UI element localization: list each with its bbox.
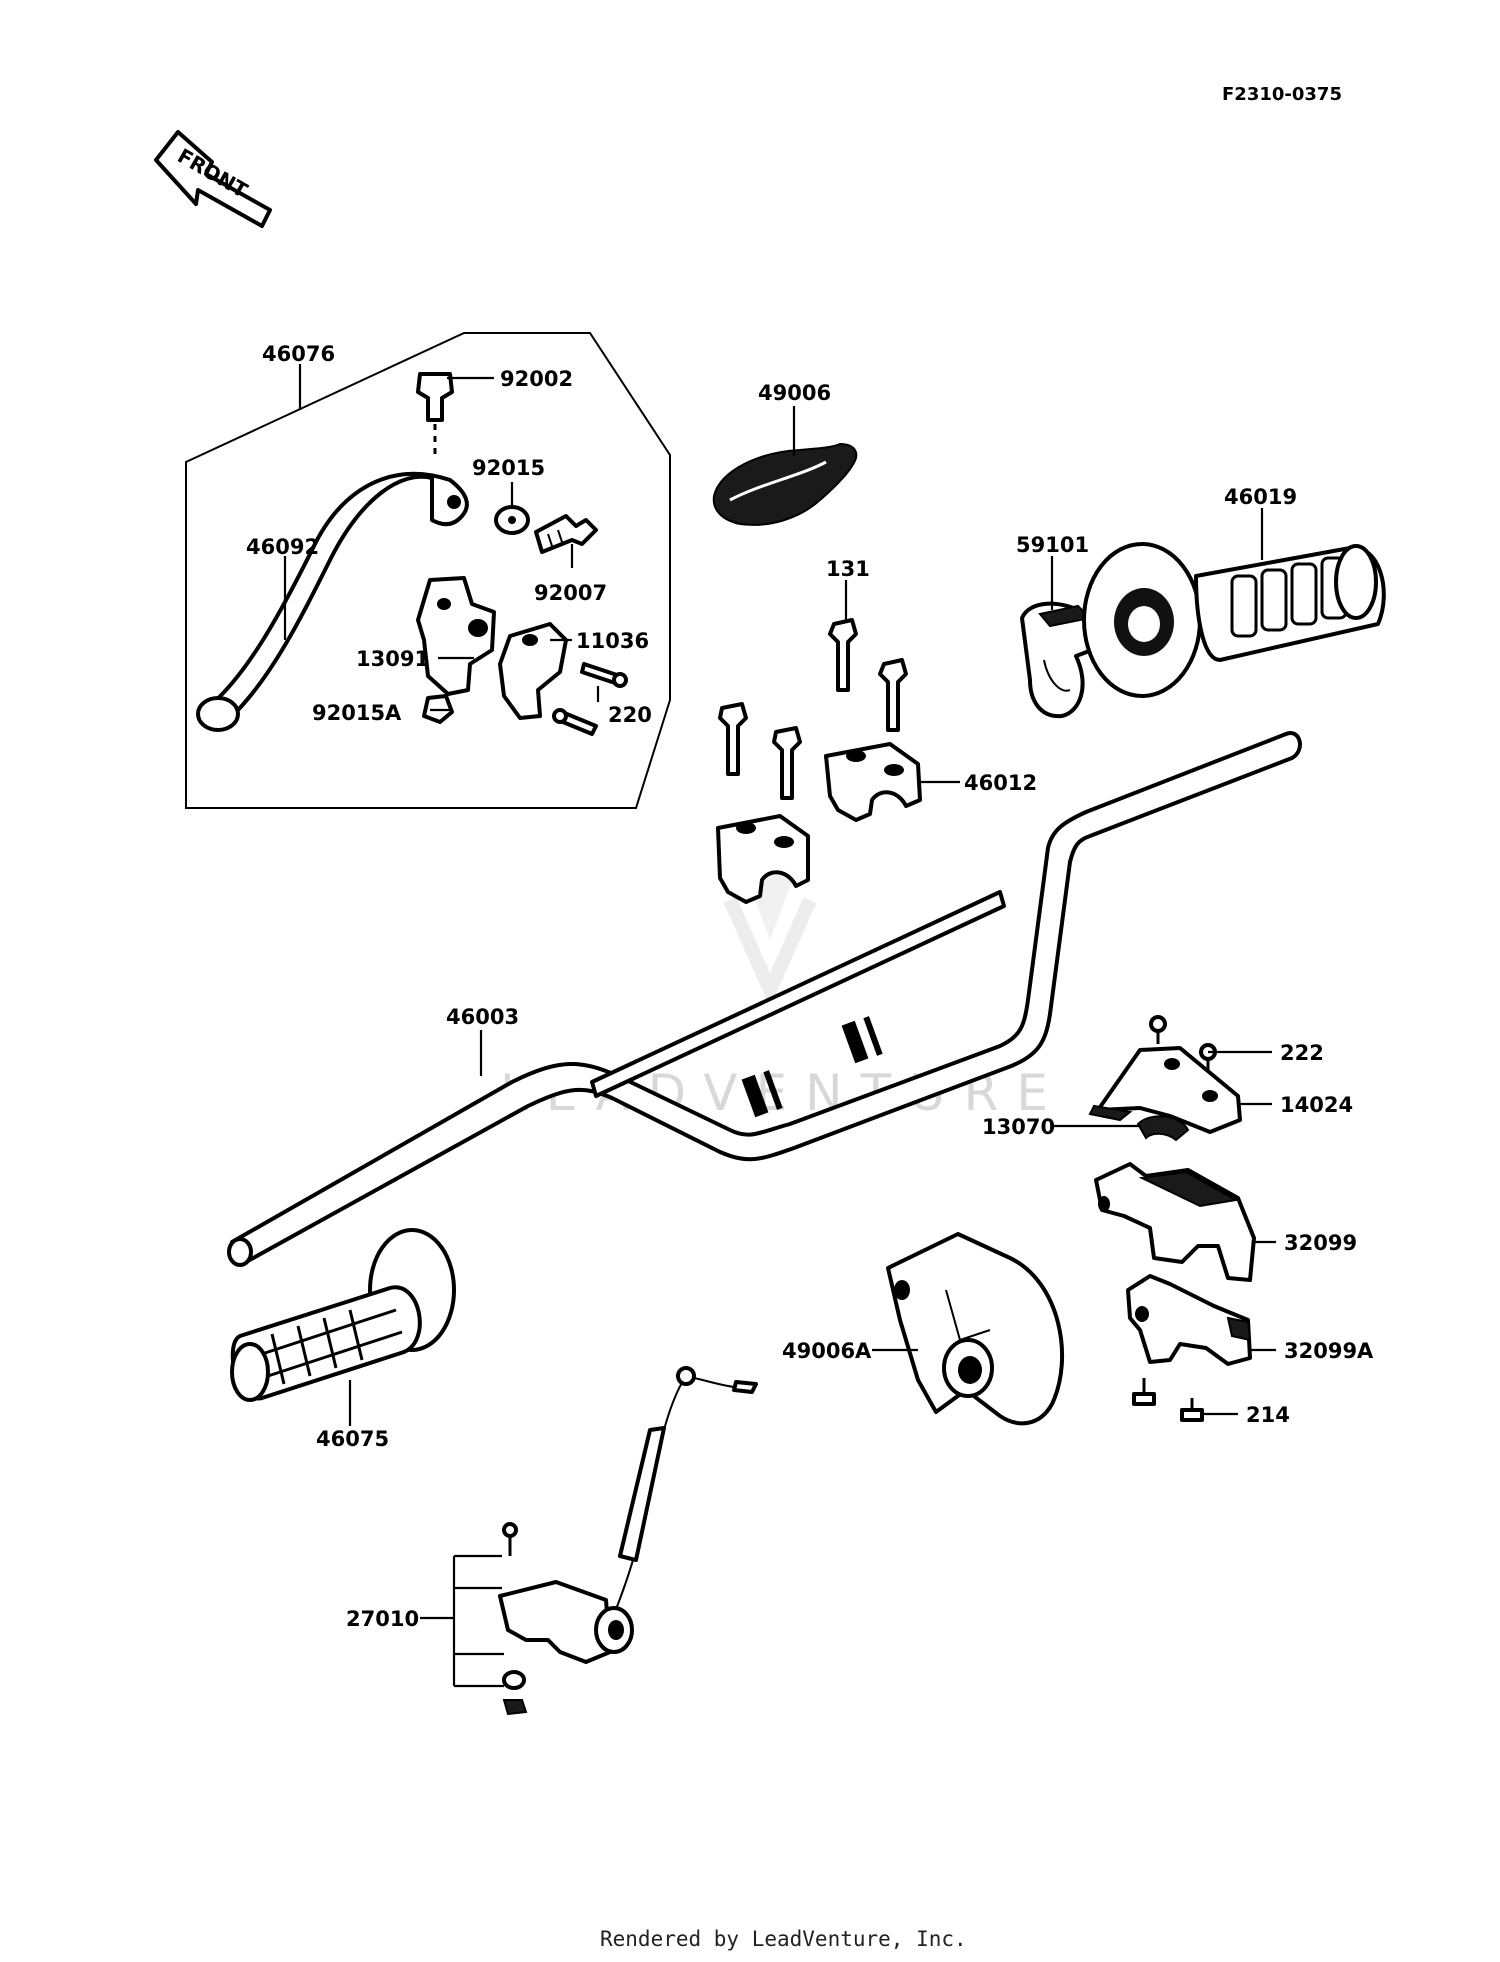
label-46019: 46019 [1224, 485, 1297, 509]
bolt-131-d [772, 726, 802, 800]
label-32099: 32099 [1284, 1231, 1357, 1255]
label-46003: 46003 [446, 1005, 519, 1029]
label-46075: 46075 [316, 1427, 389, 1451]
handlebar-clamp-upper [824, 742, 922, 822]
throttle-cover-49006 [712, 442, 858, 526]
cover-14024 [1088, 1046, 1242, 1134]
kill-switch-27010 [498, 1366, 758, 1716]
label-13070: 13070 [982, 1115, 1055, 1139]
label-46092: 46092 [246, 535, 319, 559]
label-11036: 11036 [576, 629, 649, 653]
label-14024: 14024 [1280, 1093, 1353, 1117]
label-46012: 46012 [964, 771, 1037, 795]
label-32099A: 32099A [1284, 1339, 1374, 1363]
throttle-grip-46019 [1082, 542, 1386, 698]
label-13091: 13091 [356, 647, 429, 671]
leader-lines [283, 364, 1276, 1688]
figure-code: F2310-0375 [1222, 84, 1342, 105]
footer-credit: Rendered by LeadVenture, Inc. [600, 1927, 967, 1951]
label-92007: 92007 [534, 581, 607, 605]
left-grip-46075 [230, 1228, 456, 1402]
front-arrow-icon: FRONT [154, 130, 272, 228]
housing-32099A [1126, 1274, 1252, 1366]
clamp-11036 [498, 622, 568, 720]
lever-kit-outline [185, 332, 671, 809]
washer-92015 [494, 505, 530, 535]
screw-214-b [1180, 1398, 1204, 1422]
label-49006: 49006 [758, 381, 831, 405]
plate-13070 [1136, 1115, 1190, 1142]
bolt-131-b [878, 658, 908, 732]
label-46076: 46076 [262, 342, 335, 366]
label-92015: 92015 [472, 456, 545, 480]
label-27010: 27010 [346, 1607, 419, 1631]
screw-220-b [552, 708, 598, 736]
label-131: 131 [826, 557, 870, 581]
clutch-lever [196, 471, 469, 732]
label-214: 214 [1246, 1403, 1290, 1427]
label-222: 222 [1280, 1041, 1324, 1065]
screw-222-a [1149, 1015, 1167, 1044]
housing-32099 [1094, 1162, 1256, 1282]
handlebar-clamp-lower [716, 814, 810, 904]
adjuster-92007 [534, 514, 598, 554]
screw-220-a [580, 662, 628, 688]
label-220: 220 [608, 703, 652, 727]
bolt-92002 [416, 372, 454, 460]
bolt-131-c [718, 702, 748, 776]
throttle-housing-49006A [886, 1232, 1065, 1426]
label-59101: 59101 [1016, 533, 1089, 557]
bolt-131-a [828, 618, 858, 692]
handlebar-46003 [227, 731, 1302, 1267]
label-49006A: 49006A [782, 1339, 872, 1363]
screw-214-a [1132, 1378, 1156, 1406]
label-92015A: 92015A [312, 701, 402, 725]
lever-holder-13091 [416, 576, 496, 696]
label-92002: 92002 [500, 367, 573, 391]
part-labels: 46076 92002 92015 92007 46092 11036 1309… [246, 342, 1374, 1631]
